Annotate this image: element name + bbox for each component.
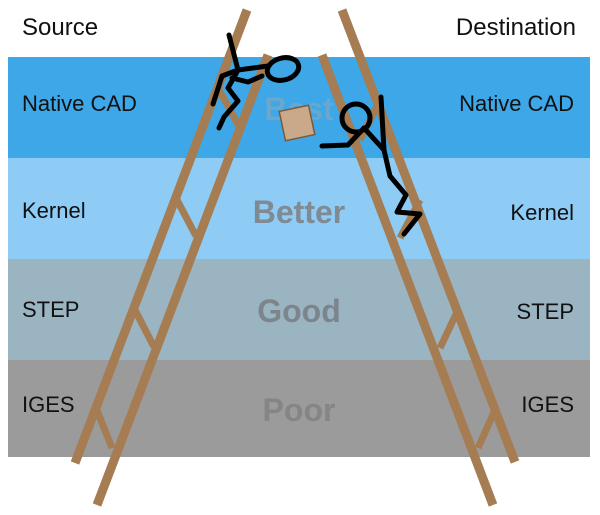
source-label-kernel: Kernel (22, 198, 86, 223)
band-step: STEP Good STEP (8, 259, 590, 360)
data-package-box (278, 104, 316, 142)
right-stick-figure (319, 94, 423, 237)
source-label-native-cad: Native CAD (22, 91, 137, 116)
source-header: Source (22, 14, 99, 41)
left-ladder-rung (92, 406, 116, 450)
right-ladder-rail-inner (317, 53, 498, 507)
quality-poor: Poor (262, 392, 336, 428)
right-ladder-rung (436, 308, 462, 350)
left-figure-arm (210, 67, 241, 107)
left-stick-figure (210, 32, 302, 131)
band-kernel: Kernel Better Kernel (8, 158, 590, 259)
right-figure-legs (381, 147, 423, 237)
left-ladder (70, 8, 273, 507)
destination-label-native-cad: Native CAD (459, 91, 574, 116)
right-ladder-rung (474, 408, 499, 450)
right-figure-head (339, 101, 373, 135)
left-ladder-rung (172, 196, 200, 238)
left-ladder-rail-inner (92, 53, 273, 507)
left-figure-head (264, 55, 302, 83)
left-ladder-rung (130, 306, 158, 349)
source-label-iges: IGES (22, 392, 75, 417)
right-ladder (317, 8, 520, 507)
left-figure-legs (216, 67, 241, 131)
right-ladder-rail-outer (337, 8, 520, 464)
left-figure-arm-2 (229, 73, 265, 85)
destination-label-step: STEP (516, 299, 574, 324)
destination-label-iges: IGES (521, 392, 574, 417)
destination-label-kernel: Kernel (510, 200, 574, 225)
quality-good: Good (257, 293, 341, 329)
right-figure-arm (319, 125, 367, 149)
destination-header: Destination (455, 14, 576, 41)
source-label-step: STEP (22, 297, 80, 322)
quality-better: Better (252, 194, 346, 230)
